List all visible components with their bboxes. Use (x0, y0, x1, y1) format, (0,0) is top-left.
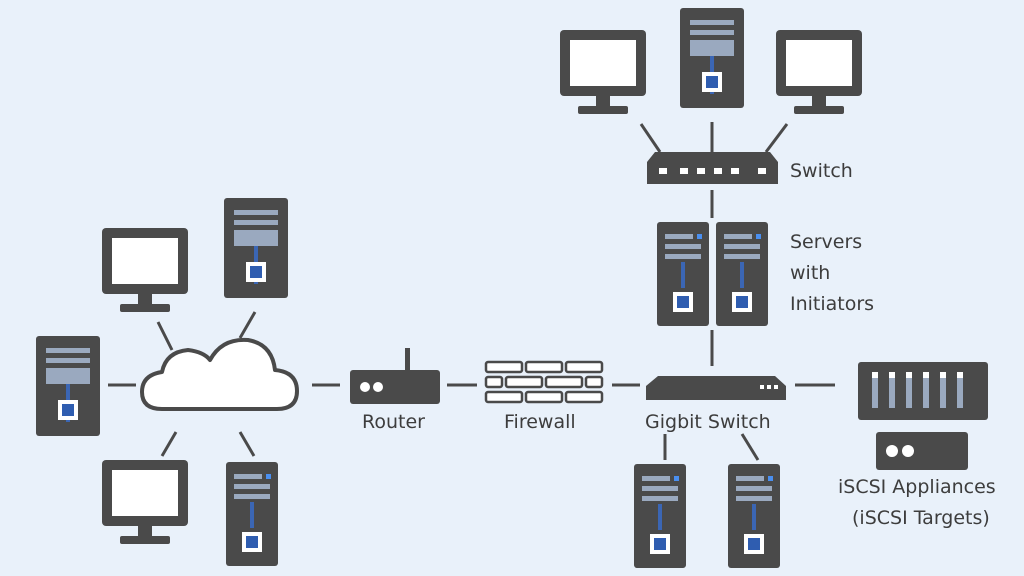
switch-label: Switch (790, 160, 853, 182)
server-tower-icon (226, 462, 278, 566)
server-tower-icon (634, 464, 686, 568)
router-icon (350, 348, 440, 404)
firewall-icon (484, 360, 604, 404)
server-tower-icon (224, 198, 288, 298)
gigabit-switch-label: Gigbit Switch (645, 411, 771, 433)
network-switch-icon (647, 152, 778, 184)
server-tower-icon (716, 222, 768, 326)
storage-appliance-icon (876, 432, 968, 470)
firewall-label: Firewall (504, 411, 576, 433)
cloud-icon (140, 337, 299, 411)
server-tower-icon (36, 336, 100, 436)
router-label: Router (362, 411, 425, 433)
monitor-icon (776, 30, 862, 114)
connection-lines (108, 122, 835, 461)
servers-label-line1: Servers (790, 231, 862, 253)
servers-label-line3: Initiators (790, 293, 874, 315)
monitor-icon (102, 228, 188, 312)
iscsi-label-line2: (iSCSI Targets) (852, 507, 990, 529)
storage-array-icon (858, 362, 988, 420)
server-tower-icon (680, 8, 744, 108)
monitor-icon (102, 460, 188, 544)
server-tower-icon (728, 464, 780, 568)
servers-label-line2: with (790, 262, 830, 284)
network-switch-icon (646, 376, 786, 400)
iscsi-label-line1: iSCSI Appliances (838, 476, 996, 498)
server-tower-icon (657, 222, 709, 326)
monitor-icon (560, 30, 646, 114)
